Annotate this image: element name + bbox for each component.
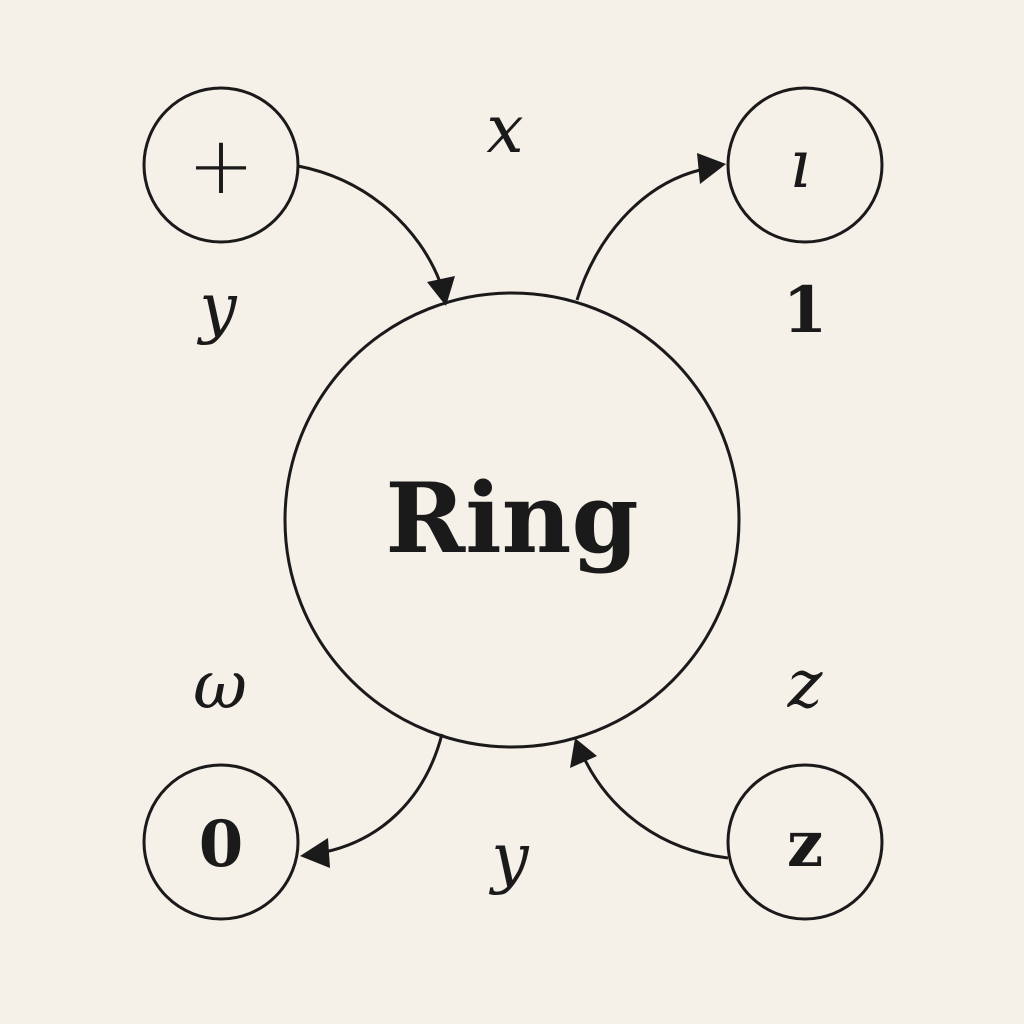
dotless-i-node-circle bbox=[726, 86, 884, 244]
ring-node-circle bbox=[283, 291, 741, 749]
label-bottom-left-omega: ω bbox=[193, 647, 247, 724]
zero-node-label: 0 bbox=[199, 807, 244, 882]
label-bottom-right-z: z bbox=[787, 646, 824, 723]
arrowhead-icon bbox=[300, 838, 330, 868]
edge-plus-to-ring bbox=[297, 164, 455, 306]
plus-node-circle bbox=[142, 86, 300, 244]
label-top-right-1: 1 bbox=[783, 273, 828, 348]
plus-node: + bbox=[142, 86, 300, 244]
z-node-label: z bbox=[787, 807, 823, 882]
z-node: z bbox=[726, 763, 884, 921]
ring-node: Ring bbox=[283, 291, 741, 749]
edge-ring-to-dotless-i bbox=[575, 153, 726, 301]
arrowhead-icon bbox=[570, 738, 597, 768]
edge-ring-to-zero-line bbox=[324, 733, 444, 854]
dotless-i-node-label: ı bbox=[789, 126, 810, 203]
edge-plus-to-ring-line bbox=[297, 164, 442, 283]
label-bottom-y: y bbox=[488, 819, 529, 896]
z-node-circle bbox=[726, 763, 884, 921]
zero-node: 0 bbox=[142, 763, 300, 921]
edge-ring-to-zero bbox=[300, 733, 444, 868]
arrowhead-icon bbox=[697, 153, 726, 184]
dotless-i-node: ı bbox=[726, 86, 884, 244]
arrowhead-icon bbox=[427, 276, 455, 306]
edge-z-to-ring-line bbox=[583, 759, 729, 860]
edge-z-to-ring bbox=[570, 738, 729, 860]
zero-node-circle bbox=[142, 763, 300, 921]
edge-ring-to-dotless-i-line bbox=[575, 168, 701, 301]
ring-node-label: Ring bbox=[385, 462, 638, 575]
plus-node-label: + bbox=[187, 119, 254, 212]
label-top-x: x bbox=[486, 91, 523, 168]
label-top-left-y: y bbox=[196, 269, 237, 346]
